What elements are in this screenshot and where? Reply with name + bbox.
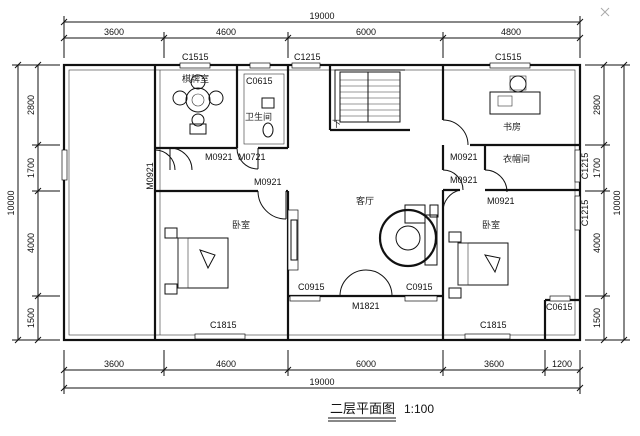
code-c0915-right: C0915 — [406, 282, 433, 292]
top-dimension-3: 6000 — [356, 27, 376, 37]
left-dimension-2: 1700 — [26, 158, 36, 178]
room-study: 书房 — [503, 121, 521, 133]
left-dimension-lines — [12, 61, 60, 344]
code-c0615-bath: C0615 — [246, 76, 273, 86]
right-dimension-1: 2800 — [592, 95, 602, 115]
drawing-scale: 1:100 — [404, 402, 434, 416]
right-dimension-lines — [585, 61, 630, 344]
code-c1815-right: C1815 — [480, 320, 507, 330]
bed-right-icon — [448, 231, 509, 299]
bottom-dimension-4: 3600 — [484, 359, 504, 369]
windows — [61, 62, 581, 340]
room-bathroom: 卫生间 — [245, 111, 272, 123]
x-mark-icon[interactable] — [600, 7, 610, 17]
bottom-dimension-3: 6000 — [356, 359, 376, 369]
code-m1821-entrance: M1821 — [352, 301, 380, 311]
code-c1215-right-upper: C1215 — [580, 153, 590, 180]
left-dimension-4: 1500 — [26, 308, 36, 328]
right-dimension-4: 1500 — [592, 308, 602, 328]
code-c0915-left: C0915 — [298, 282, 325, 292]
top-dimension-2: 4600 — [216, 27, 236, 37]
left-dimension-1: 2800 — [26, 95, 36, 115]
room-living: 客厅 — [356, 195, 374, 207]
staircase — [334, 69, 405, 123]
door-swings — [154, 119, 508, 297]
top-total-dimension: 19000 — [309, 11, 334, 21]
room-bedroom-left: 卧室 — [232, 219, 250, 231]
top-dimension-lines — [60, 16, 584, 58]
code-m0721-bath: M0721 — [238, 152, 266, 162]
bottom-dimension-1: 3600 — [104, 359, 124, 369]
bottom-total-dimension: 19000 — [309, 377, 334, 387]
code-c1215-top: C1215 — [294, 52, 321, 62]
tv-cabinet-icon — [290, 219, 298, 261]
top-dimension-1: 3600 — [104, 27, 124, 37]
room-bedroom-right: 卧室 — [482, 219, 500, 231]
code-m0921-left-wall: M0921 — [145, 162, 155, 190]
bottom-dimension-lines — [60, 350, 584, 394]
room-chess: 棋牌室 — [182, 73, 209, 85]
bed-left-icon — [164, 227, 229, 295]
desk-icon — [489, 75, 541, 115]
code-c1815-left: C1815 — [210, 320, 237, 330]
left-total-dimension: 10000 — [6, 190, 16, 215]
code-m0921-bedroom-left: M0921 — [254, 177, 282, 187]
toilet-icon — [243, 73, 285, 145]
code-c0615-corner: C0615 — [546, 302, 573, 312]
room-wardrobe: 衣帽间 — [503, 153, 530, 165]
bottom-dimension-2: 4600 — [216, 359, 236, 369]
code-c1215-right-lower: C1215 — [580, 200, 590, 227]
stair-down-label: 下 — [332, 120, 341, 130]
code-c1515-left: C1515 — [182, 52, 209, 62]
chess-table-icon — [172, 74, 224, 135]
top-dimension-4: 4800 — [501, 27, 521, 37]
right-dimension-2: 1700 — [592, 158, 602, 178]
right-total-dimension: 10000 — [612, 190, 622, 215]
drawing-title: 二层平面图 — [330, 402, 395, 417]
bottom-dimension-5: 1200 — [552, 359, 572, 369]
code-m0921-bedroom-right: M0921 — [450, 175, 478, 185]
left-dimension-3: 4000 — [26, 233, 36, 253]
right-dimension-3: 4000 — [592, 233, 602, 253]
sofa-set-icon — [378, 204, 439, 268]
code-m0921-chess: M0921 — [205, 152, 233, 162]
code-c1515-right: C1515 — [495, 52, 522, 62]
code-m0921-study: M0921 — [450, 152, 478, 162]
code-m0921-wardrobe: M0921 — [487, 196, 515, 206]
